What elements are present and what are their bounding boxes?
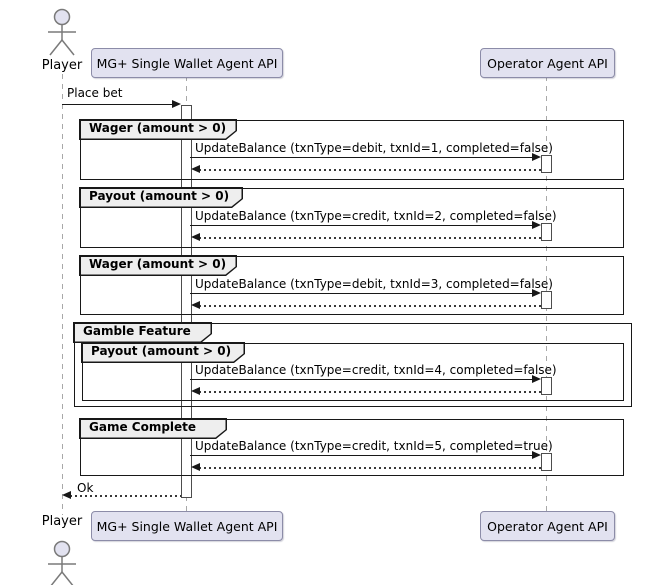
- activation-operator: [541, 223, 552, 241]
- fragment-label: Payout (amount > 0): [81, 342, 245, 363]
- message-place-bet: Place bet: [67, 86, 123, 100]
- activation-operator: [541, 291, 552, 309]
- message-text: UpdateBalance (txnType=debit, txnId=1, c…: [195, 141, 553, 155]
- fragment-label-text: Wager (amount > 0): [89, 121, 227, 135]
- fragment-label: Payout (amount > 0): [79, 187, 243, 208]
- fragment-label-bg: [81, 420, 226, 438]
- participant-operator-bottom: Operator Agent API: [480, 511, 615, 541]
- fragment-label: Game Complete: [79, 418, 227, 439]
- fragment-label-gamble: Gamble Feature: [73, 322, 212, 343]
- message-arrowhead-icon: [532, 375, 541, 383]
- fragment-label-bg: [75, 324, 211, 342]
- message-arrow-line: [190, 225, 533, 226]
- fragment-frame: [80, 120, 624, 180]
- place-bet-arrowhead-icon: [172, 100, 181, 108]
- activation-operator: [541, 453, 552, 471]
- lifeline-player: [61, 74, 63, 515]
- actor-figure-top: [48, 8, 76, 56]
- ok-return-line: [70, 495, 181, 497]
- return-arrow-line: [199, 467, 541, 469]
- message-text: UpdateBalance (txnType=credit, txnId=4, …: [195, 363, 557, 377]
- return-arrowhead-icon: [191, 387, 200, 395]
- fragment-label-bg: [81, 121, 236, 139]
- place-bet-arrow-line: [62, 104, 173, 105]
- message-ok: Ok: [77, 481, 94, 495]
- actor-label-top: Player: [41, 58, 83, 73]
- participant-wallet-top: MG+ Single Wallet Agent API: [91, 48, 283, 78]
- fragment-label: Wager (amount > 0): [79, 119, 237, 140]
- message-arrowhead-icon: [532, 153, 541, 161]
- participant-wallet-bottom: MG+ Single Wallet Agent API: [91, 511, 283, 541]
- actor-label-bottom: Player: [41, 514, 83, 529]
- return-arrowhead-icon: [191, 165, 200, 173]
- fragment-label-bg: [81, 257, 236, 275]
- message-arrow-line: [190, 157, 533, 158]
- fragment-label-text: Payout (amount > 0): [91, 344, 232, 358]
- message-text: UpdateBalance (txnType=credit, txnId=2, …: [195, 209, 557, 223]
- message-arrowhead-icon: [532, 289, 541, 297]
- return-arrowhead-icon: [191, 233, 200, 241]
- activation-operator: [541, 155, 552, 173]
- return-arrow-line: [199, 237, 541, 239]
- message-arrow-line: [190, 455, 533, 456]
- message-text: UpdateBalance (txnType=debit, txnId=3, c…: [195, 277, 553, 291]
- fragment-frame-gamble: [74, 323, 632, 407]
- fragment-label-text: Wager (amount > 0): [89, 257, 227, 271]
- participant-operator-top: Operator Agent API: [480, 48, 615, 78]
- message-arrowhead-icon: [532, 221, 541, 229]
- fragment-label-text: Payout (amount > 0): [89, 189, 230, 203]
- message-arrow-line: [190, 293, 533, 294]
- fragment-label-text: Gamble Feature: [83, 324, 191, 338]
- fragment-label-bg: [81, 189, 242, 207]
- return-arrow-line: [199, 169, 541, 171]
- actor-figure-bottom: [48, 540, 76, 585]
- fragment-label-bg: [83, 344, 244, 362]
- return-arrowhead-icon: [191, 463, 200, 471]
- fragment-frame: [82, 343, 624, 401]
- fragment-label: Wager (amount > 0): [79, 255, 237, 276]
- message-arrowhead-icon: [532, 451, 541, 459]
- fragment-frame: [80, 256, 624, 315]
- fragment-label-text: Game Complete: [89, 420, 197, 434]
- return-arrow-line: [199, 305, 541, 307]
- message-arrow-line: [190, 379, 533, 380]
- fragment-frame: [80, 188, 624, 248]
- fragment-frame: [80, 419, 624, 476]
- message-text: UpdateBalance (txnType=credit, txnId=5, …: [195, 439, 553, 453]
- activation-operator: [541, 377, 552, 395]
- ok-arrowhead-icon: [62, 491, 71, 499]
- return-arrowhead-icon: [191, 301, 200, 309]
- return-arrow-line: [199, 391, 541, 393]
